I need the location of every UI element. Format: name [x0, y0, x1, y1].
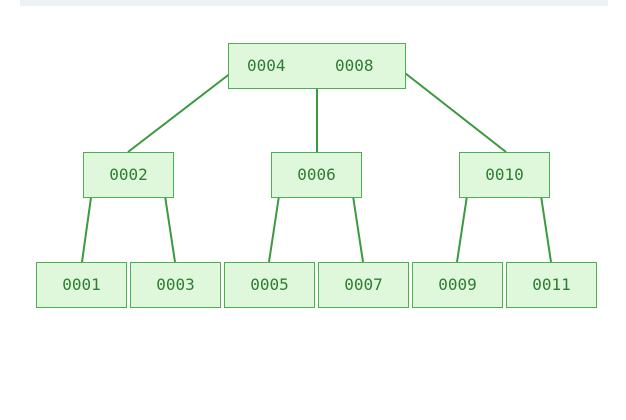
leaf-key: 0003 [156, 275, 195, 294]
top-bar [20, 0, 608, 6]
leaf-key: 0009 [438, 275, 477, 294]
edge-root-to-node-0002 [127, 65, 241, 153]
leaf-node-0011: 0011 [506, 262, 597, 308]
internal-node-0006: 0006 [271, 152, 362, 198]
leaf-node-0009: 0009 [412, 262, 503, 308]
node-key: 0002 [109, 165, 148, 184]
edge-root-to-node-0010 [395, 65, 507, 153]
root-node: 0004 0008 [228, 43, 406, 89]
leaf-key: 0011 [532, 275, 571, 294]
leaf-key: 0007 [344, 275, 383, 294]
node-key: 0010 [485, 165, 524, 184]
root-key-0: 0004 [247, 56, 286, 75]
root-key-1: 0008 [335, 56, 374, 75]
leaf-key: 0005 [250, 275, 289, 294]
internal-node-0010: 0010 [459, 152, 550, 198]
leaf-key: 0001 [62, 275, 101, 294]
node-key: 0006 [297, 165, 336, 184]
internal-node-0002: 0002 [83, 152, 174, 198]
leaf-node-0003: 0003 [130, 262, 221, 308]
leaf-node-0007: 0007 [318, 262, 409, 308]
leaf-node-0001: 0001 [36, 262, 127, 308]
leaf-node-0005: 0005 [224, 262, 315, 308]
